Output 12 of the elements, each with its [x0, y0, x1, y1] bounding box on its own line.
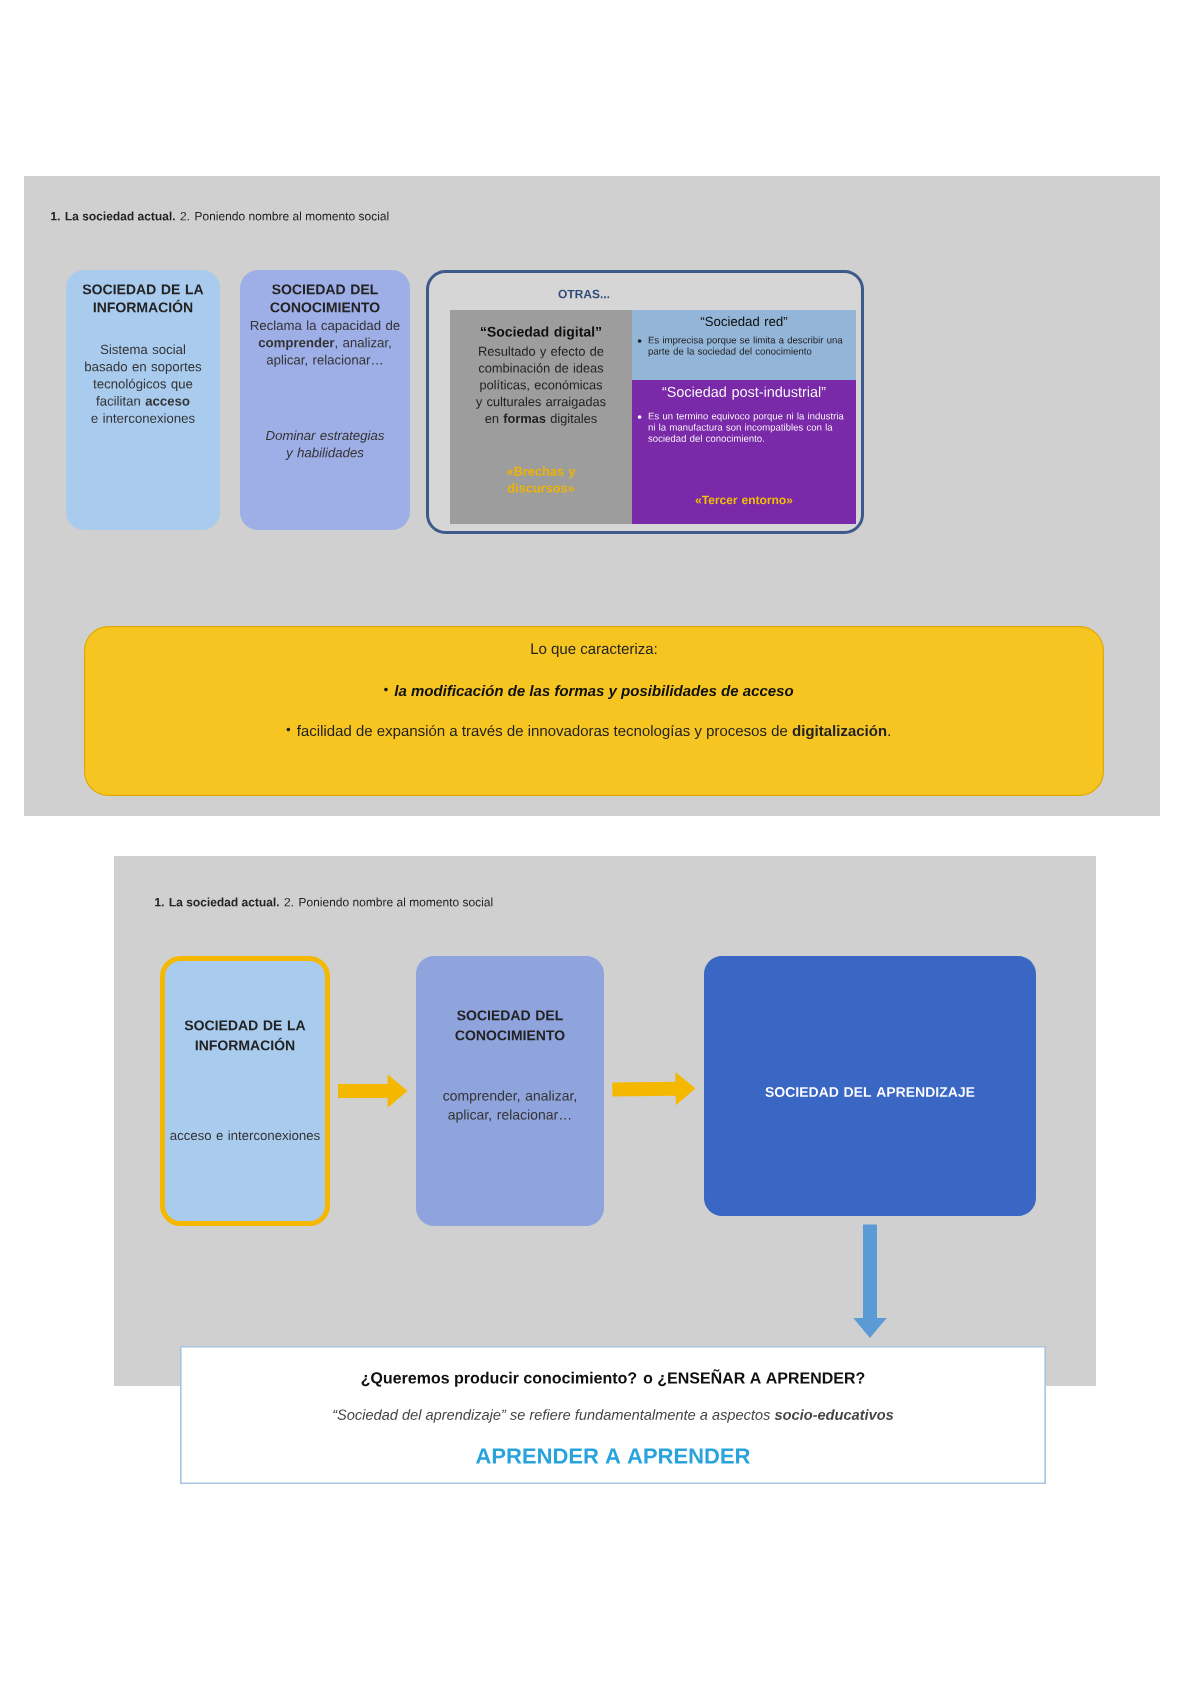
concept-box	[416, 956, 604, 1226]
concept-box	[160, 956, 330, 1226]
term-box	[632, 310, 856, 380]
concept-box	[240, 270, 410, 530]
term-box	[450, 310, 632, 524]
concept-box	[704, 956, 1036, 1216]
concept-box	[66, 270, 220, 530]
question-text: ¿Queremos producir conocimiento? o ¿ENSEÑAR A APRENDER?	[361, 1369, 865, 1387]
term-box	[632, 380, 856, 524]
slogan-text: APRENDER A APRENDER	[476, 1448, 750, 1464]
question-box	[180, 1346, 1046, 1484]
summary-box	[84, 626, 1104, 796]
